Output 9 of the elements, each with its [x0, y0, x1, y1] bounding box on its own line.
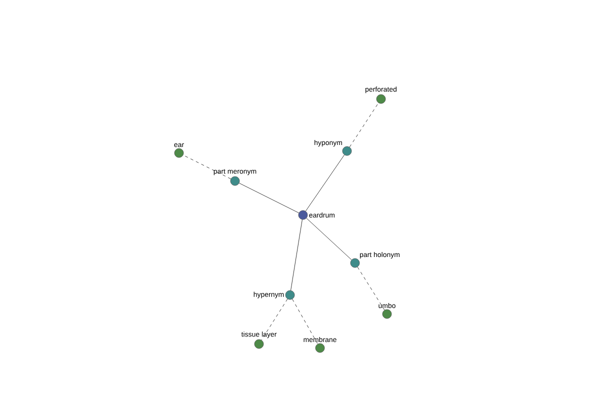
connector-line [357, 266, 385, 310]
connector-line [239, 182, 299, 214]
connector-line [306, 218, 352, 260]
connector-line [292, 298, 318, 344]
connector-line [261, 298, 288, 340]
connector-line [290, 219, 302, 291]
connector-line [305, 154, 345, 212]
connector-line [349, 102, 379, 148]
connector-line [183, 154, 231, 180]
